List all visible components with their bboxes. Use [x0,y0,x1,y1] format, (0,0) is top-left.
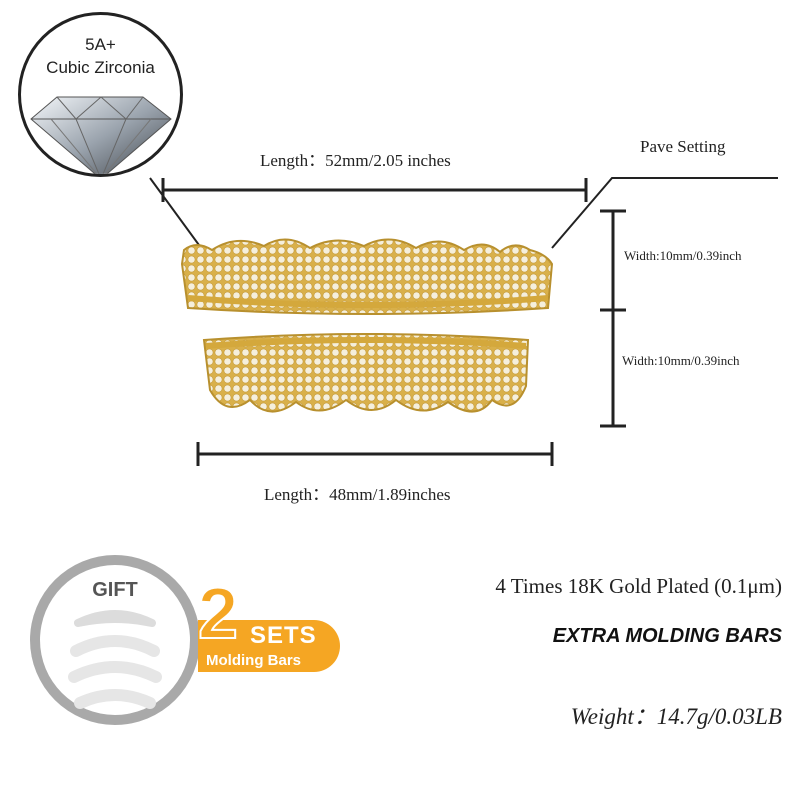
sets-label: SETS [250,622,317,649]
bottom-grillz-image [202,333,530,413]
molding-bars-image [68,610,162,709]
diamond-image [30,96,172,174]
weight-info: Weight：14.7g/0.03LB [570,704,782,729]
top-grillz-image [180,238,554,315]
bottom-length-label: Length：48mm/1.89inches [264,485,451,504]
top-length-label: Length：52mm/2.05 inches [260,151,451,170]
gift-circle: GIFT [30,555,200,725]
zirconia-name: Cubic Zirconia [46,58,155,77]
pave-setting-label: Pave Setting [640,137,726,156]
sets-count: 2 [197,574,239,654]
cubic-zirconia-badge: 5A+ Cubic Zirconia [18,12,183,177]
plating-info: 4 Times 18K Gold Plated (0.1μm) [495,574,782,598]
top-width-label: Width:10mm/0.39inch [624,248,742,263]
gift-label: GIFT [92,579,138,601]
extra-molding-bars: EXTRA MOLDING BARS [552,625,782,647]
gift-inner: GIFT [40,565,190,715]
zirconia-grade: 5A+ [85,35,116,54]
sets-badge [198,620,340,672]
bottom-width-label: Width:10mm/0.39inch [622,353,740,368]
molding-bars-label: Molding Bars [206,652,302,669]
